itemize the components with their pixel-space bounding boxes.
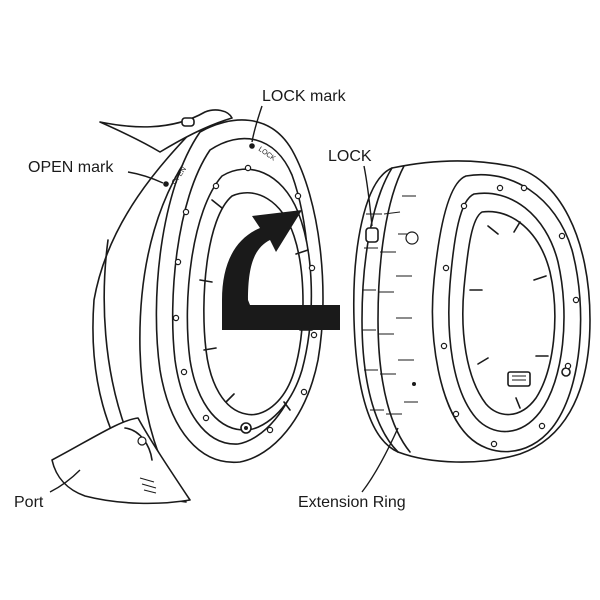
label-open-mark: OPEN mark [28,159,114,176]
extension-ring-grip [362,195,418,415]
label-extension-ring: Extension Ring [298,494,406,511]
port-screw [137,436,147,446]
extension-ring-lock-mark [365,227,379,243]
extension-ring-bolt-holes [440,184,580,448]
port-hood-top [99,109,233,153]
open-mark-leader [127,171,164,184]
extension-ring-latch [507,371,531,387]
label-lock: LOCK [328,148,372,165]
extension-ring-leader [361,427,399,493]
port-clip [181,117,195,127]
open-mark-dot [163,181,169,187]
lock-mark-dot [249,143,255,149]
extension-ring [352,160,591,463]
extension-ring-opening [462,210,556,416]
label-port: Port [14,494,44,511]
extension-ring-screw [405,231,419,245]
port-leader [49,469,81,493]
curved-arrow-icon [222,210,340,330]
port-hood-bottom [51,417,191,505]
lock-leader [363,165,373,227]
label-lock-mark: LOCK mark [262,88,347,105]
lock-mark-leader [251,105,263,143]
port-bolt-holes [172,164,318,434]
